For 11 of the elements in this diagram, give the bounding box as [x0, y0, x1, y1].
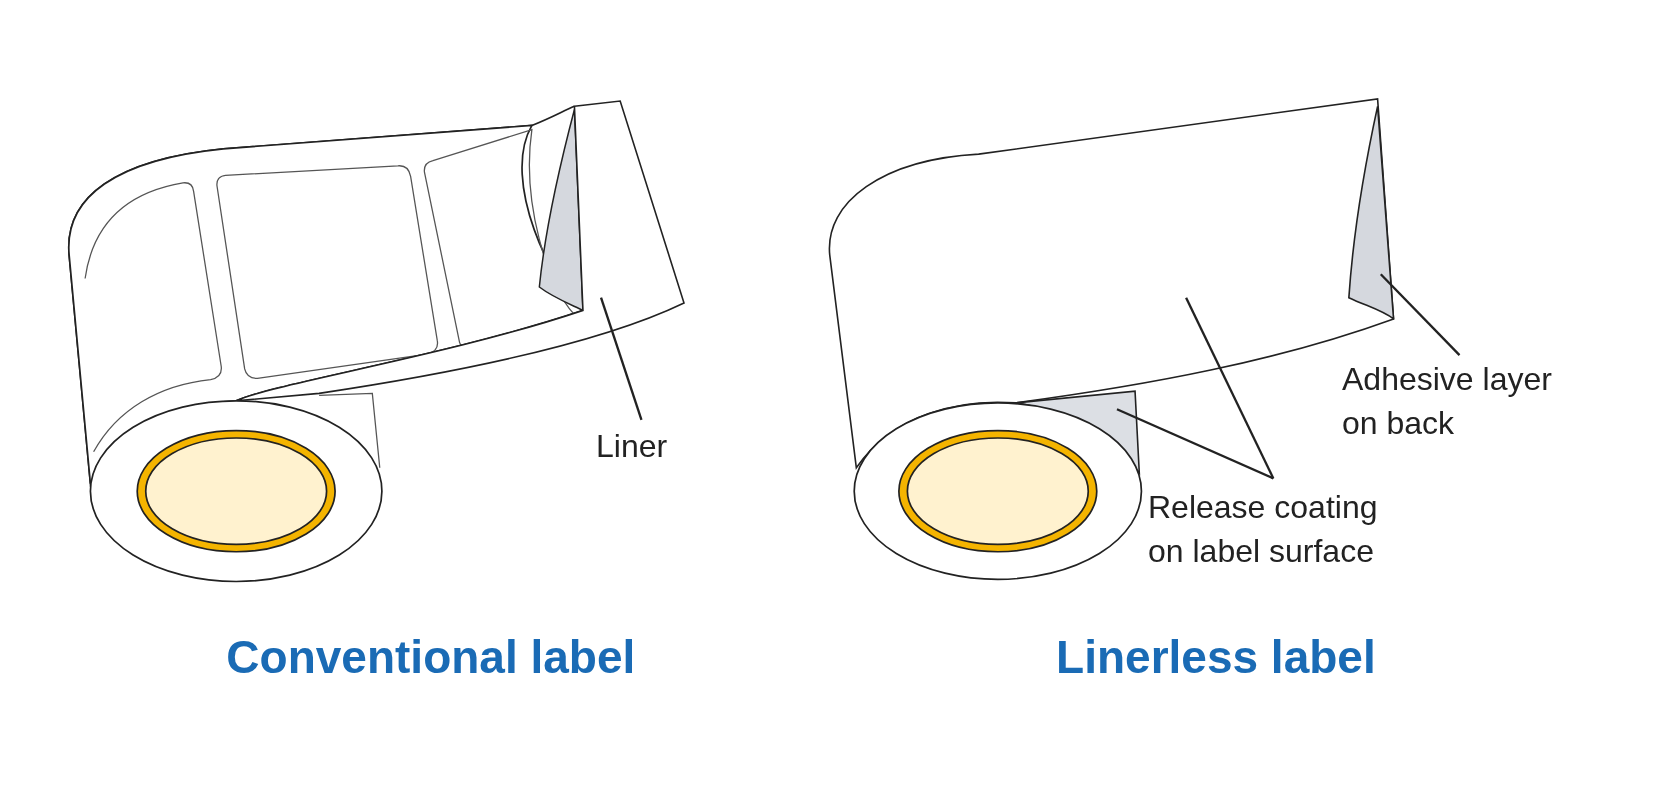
callout-label: Liner — [596, 424, 716, 468]
callout-label: Adhesive layer on back — [1342, 357, 1587, 445]
adhesive-underside — [1348, 105, 1395, 320]
leader-line — [1116, 408, 1274, 480]
leader-line — [1185, 297, 1275, 479]
panel-heading: Conventional label — [226, 629, 636, 684]
panel-heading: Linerless label — [1056, 629, 1376, 684]
liner-sheet — [235, 100, 685, 402]
callout-label: Release coating on label surface — [1148, 485, 1413, 573]
leader-line — [1379, 273, 1461, 356]
leader-line — [599, 297, 643, 421]
